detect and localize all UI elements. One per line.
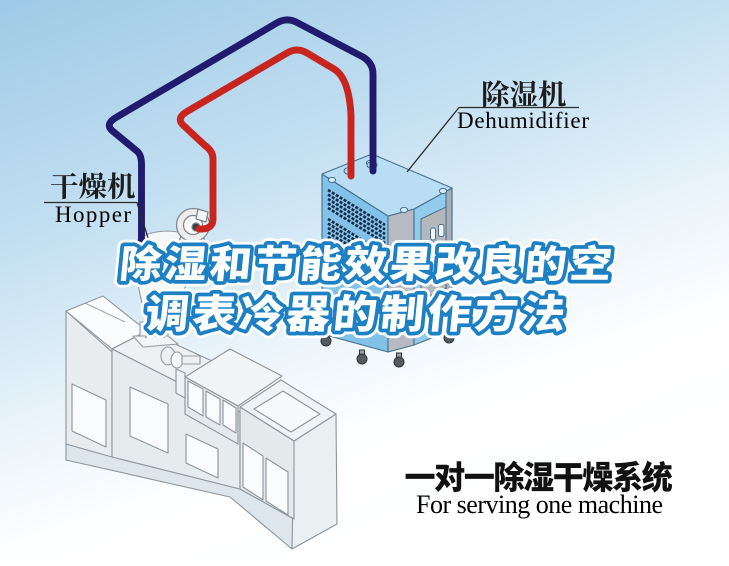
svg-text:For serving one machine: For serving one machine [416, 490, 663, 519]
svg-text:Dehumidifier: Dehumidifier [457, 108, 589, 133]
svg-text:Hopper: Hopper [55, 202, 131, 227]
